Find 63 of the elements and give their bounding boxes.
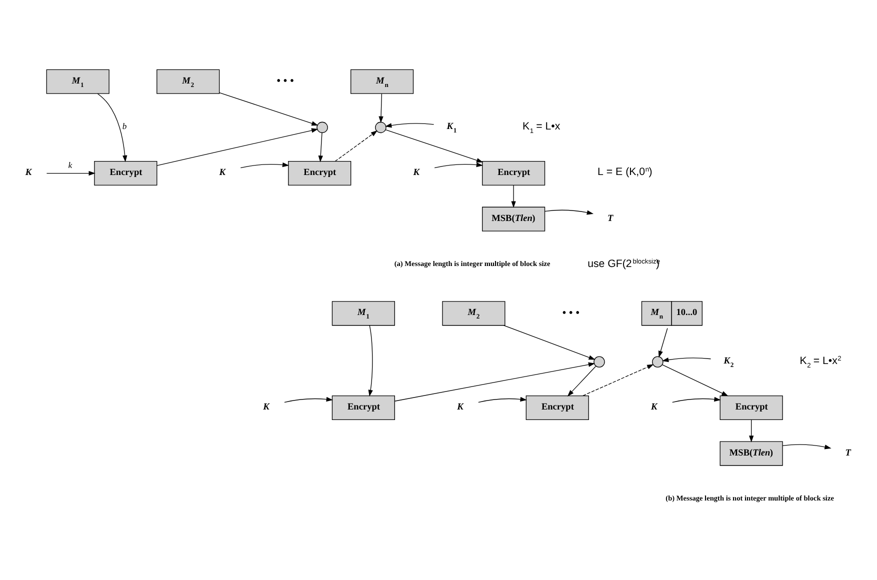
node-text: K [413,168,420,178]
label: K$_{2}$ = L•x$^{2}$ [800,354,842,369]
edge-label: k [68,160,72,170]
node-circle [652,356,664,368]
edge-label: b [122,120,127,131]
node-text: K [651,402,658,412]
node-box: Encrypt [288,160,352,186]
node-circle [594,356,605,368]
node-text: K [263,402,270,412]
arrow [662,357,712,362]
arrow [749,419,754,442]
node-box: Encrypt [94,160,158,186]
node-box: Encrypt [482,160,546,186]
node-text: K [25,168,32,178]
arrow [46,170,96,176]
node-box: MSB(Tlen) [482,206,546,231]
arrow [385,128,484,162]
arrow [378,92,384,122]
node-box: MSB(Tlen) [720,440,783,466]
label: • • • [562,306,580,318]
node-text: K$_{2}$ [724,356,734,369]
arrow [219,92,318,126]
node-box: M$_{2}$ [156,68,220,94]
arrow [240,162,290,168]
arrow [782,444,832,449]
arrow [385,122,434,128]
arrow [544,209,594,214]
arrow [672,396,721,402]
node-box: M$_{2}$ [442,300,506,326]
label: K$_{1}$ = L•x [522,120,560,134]
node-text: K$_{1}$ [446,122,457,134]
arrow [334,130,378,162]
node-box: M$_{n}$ [350,68,414,94]
label: (a) Message length is integer multiple of block size [394,258,550,268]
node-text: T [845,448,851,458]
node-box: Encrypt [332,394,395,420]
arrow [394,362,596,401]
node-box: M$_{1}$ [332,300,395,326]
arrow [478,396,527,402]
node-box: Encrypt [526,394,589,420]
arrow [567,366,596,396]
arrow [156,128,318,166]
label: • • • [276,74,294,87]
arrow [662,364,728,396]
arrow [318,132,323,162]
arrow [658,327,668,358]
node-box: Encrypt [720,394,783,420]
arrow [97,92,128,162]
arrow [582,364,654,396]
node-text: T [608,213,614,224]
node-text: K [457,402,464,412]
node-circle [316,121,328,133]
node-text: K [219,168,226,178]
arrow [368,324,373,396]
label: use GF(2$^{blocksize}$) [588,257,660,270]
arrow [434,162,484,168]
arrow [284,396,333,402]
arrow [511,184,516,208]
label: L = E (K,0$^{n}$) [598,166,652,178]
node-circle [375,121,386,133]
arrow [503,324,596,360]
label: (b) Message length is not integer multiple of block size [666,493,834,502]
node-box: M$_{1}$ [46,68,110,94]
